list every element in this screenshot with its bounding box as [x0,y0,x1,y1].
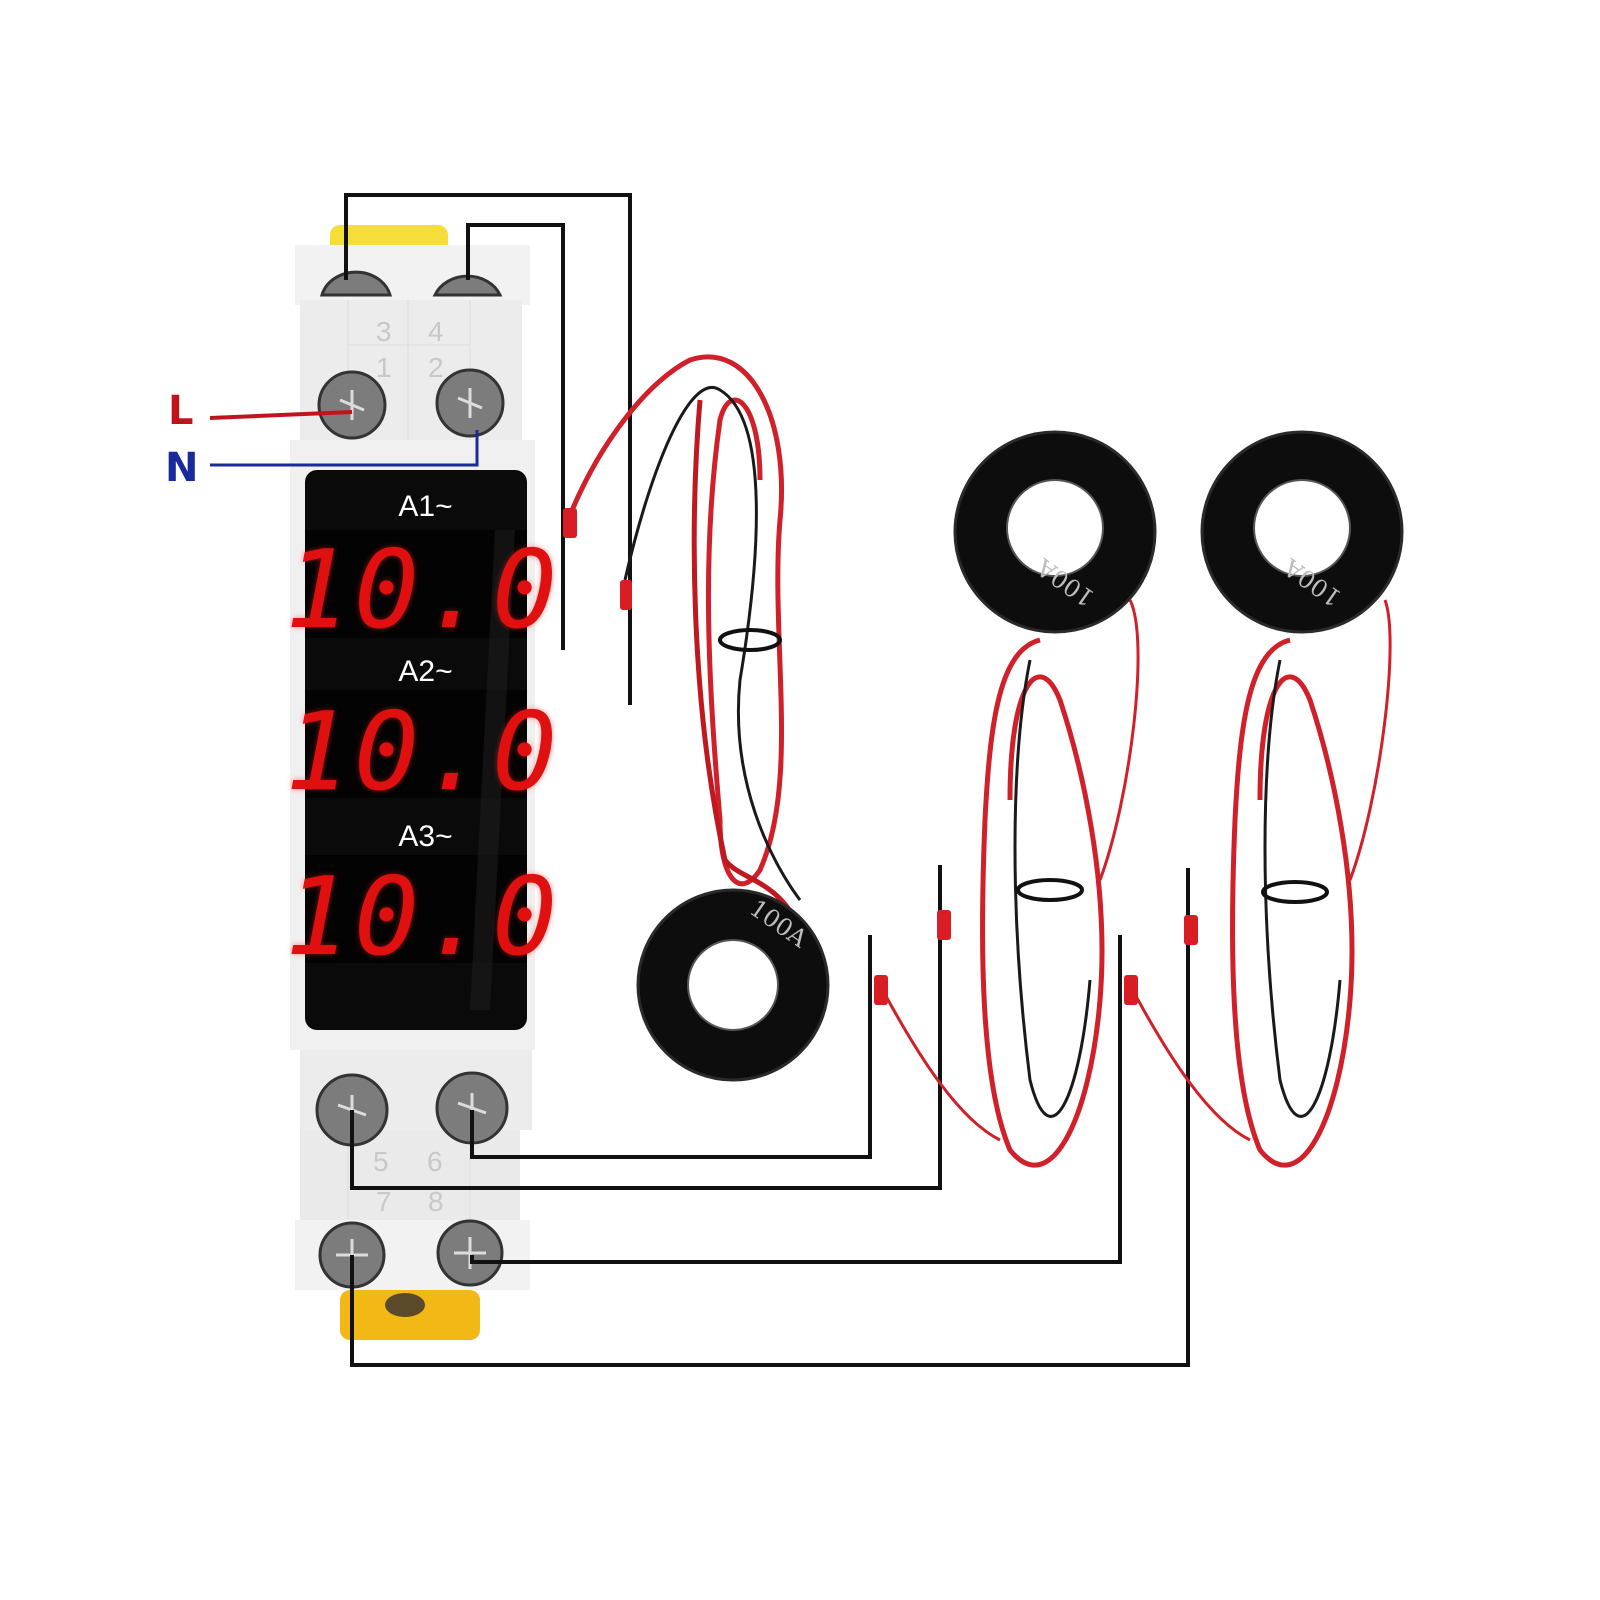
terminal-number-1: 1 [376,352,392,383]
terminal-number-8: 8 [428,1186,444,1217]
channel-label-a3: A3~ [398,820,453,853]
ct-ring-3: 100A [1200,430,1404,634]
live-label: L [168,388,194,434]
terminal-number-3: 3 [376,316,392,347]
terminal-number-5: 5 [373,1146,389,1177]
ct-ring-2: 100A [953,430,1157,634]
live-wire [209,410,353,420]
neutral-label: N [165,445,199,491]
signal-wires [344,193,1190,1367]
channel-reading-a3: 10.0 [285,855,562,980]
ct-bundle-1 [565,354,803,931]
ct-ring-1: 100A [636,888,830,1082]
channel-label-a1: A1~ [398,490,453,523]
terminal-number-6: 6 [427,1146,443,1177]
din-rail-meter [290,225,535,1340]
channel-reading-a1: 10.0 [285,528,562,653]
terminal-number-4: 4 [428,316,444,347]
ct-bundle-2 [878,599,1140,1168]
terminal-number-2: 2 [428,352,444,383]
ct-lead-bundles [565,354,1392,1168]
channel-label-a2: A2~ [398,655,453,688]
ct-bundle-3 [1128,599,1392,1168]
channel-reading-a2: 10.0 [285,690,562,815]
screw-terminal-3 [320,270,392,297]
ferrules [563,508,1198,1005]
terminal-number-7: 7 [376,1186,392,1217]
neutral-wire [210,430,479,467]
